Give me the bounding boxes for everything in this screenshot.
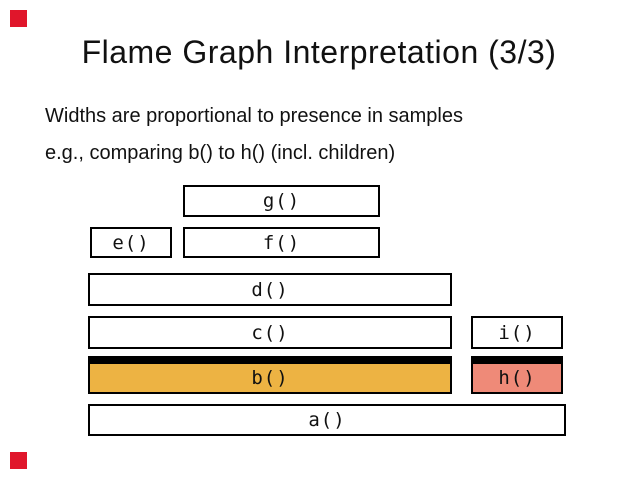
slide-title: Flame Graph Interpretation (3/3) — [81, 34, 557, 70]
frame-d: d() — [88, 273, 452, 306]
frame-e: e() — [90, 227, 172, 258]
body-text-line-1: Widths are proportional to presence in s… — [45, 105, 463, 127]
body-text-line-2: e.g., comparing b() to h() (incl. childr… — [45, 142, 396, 164]
frame-g: g() — [183, 185, 380, 217]
frame-a: a() — [88, 404, 566, 436]
highlight-bar-b — [88, 356, 452, 362]
highlight-bar-h — [471, 356, 563, 362]
red-corner-marker-top — [10, 10, 27, 27]
red-corner-marker-bottom — [10, 452, 27, 469]
frame-f: f() — [183, 227, 380, 258]
frame-i: i() — [471, 316, 563, 349]
frame-b-highlighted: b() — [88, 362, 452, 394]
frame-c: c() — [88, 316, 452, 349]
frame-h-highlighted: h() — [471, 362, 563, 394]
